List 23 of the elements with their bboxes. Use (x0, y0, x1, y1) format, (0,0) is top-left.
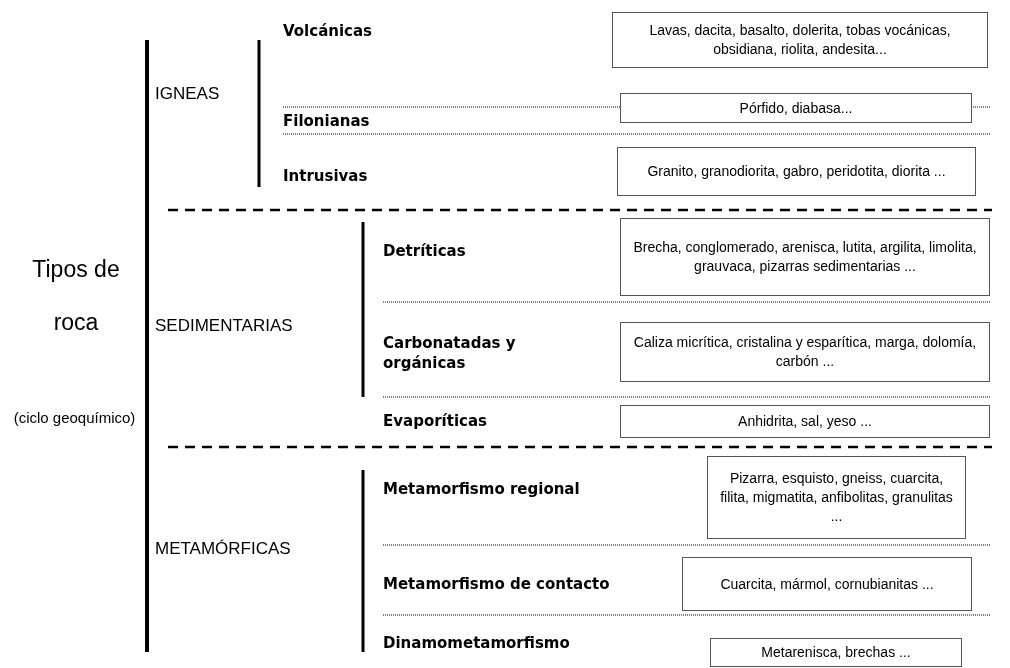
example-box: Metarenisca, brechas ... (710, 638, 962, 667)
example-box: Pórfido, diabasa... (620, 93, 972, 123)
subcategory-label: Dinamometamorfismo (383, 633, 571, 653)
example-box: Brecha, conglomerado, arenisca, lutita, argilita, limolita, grauvaca, pizarras sedimentarias ... (620, 218, 990, 296)
title-text: Tipos de roca (31, 255, 121, 337)
subcategory-label: Metamorfismo de contacto (383, 574, 611, 594)
subcategory-label: Filonianas (283, 111, 371, 131)
subtitle-text: (ciclo geoquímico) (12, 408, 137, 428)
category-label: SEDIMENTARIAS (155, 316, 294, 336)
subcategory-label: Detríticas (383, 241, 467, 261)
example-box: Cuarcita, mármol, cornubianitas ... (682, 557, 972, 611)
subcategory-label: Metamorfismo regional (383, 479, 581, 499)
example-box: Granito, granodiorita, gabro, peridotita, diorita ... (617, 147, 976, 196)
example-box: Lavas, dacita, basalto, dolerita, tobas vocánicas, obsidiana, riolita, andesita... (612, 12, 988, 68)
subcategory-label: Intrusivas (283, 166, 369, 186)
subcategory-label: Evaporíticas (383, 411, 488, 431)
subcategory-label: Carbonatadas y orgánicas (383, 333, 517, 373)
example-box: Anhidrita, sal, yeso ... (620, 405, 990, 438)
example-box: Pizarra, esquisto, gneiss, cuarcita, filita, migmatita, anfibolitas, granulitas ... (707, 456, 966, 539)
category-label: IGNEAS (155, 84, 221, 104)
category-label: METAMÓRFICAS (155, 539, 292, 559)
subcategory-label: Volcánicas (283, 21, 373, 41)
example-box: Caliza micrítica, cristalina y esparítica, marga, dolomía, carbón ... (620, 322, 990, 382)
